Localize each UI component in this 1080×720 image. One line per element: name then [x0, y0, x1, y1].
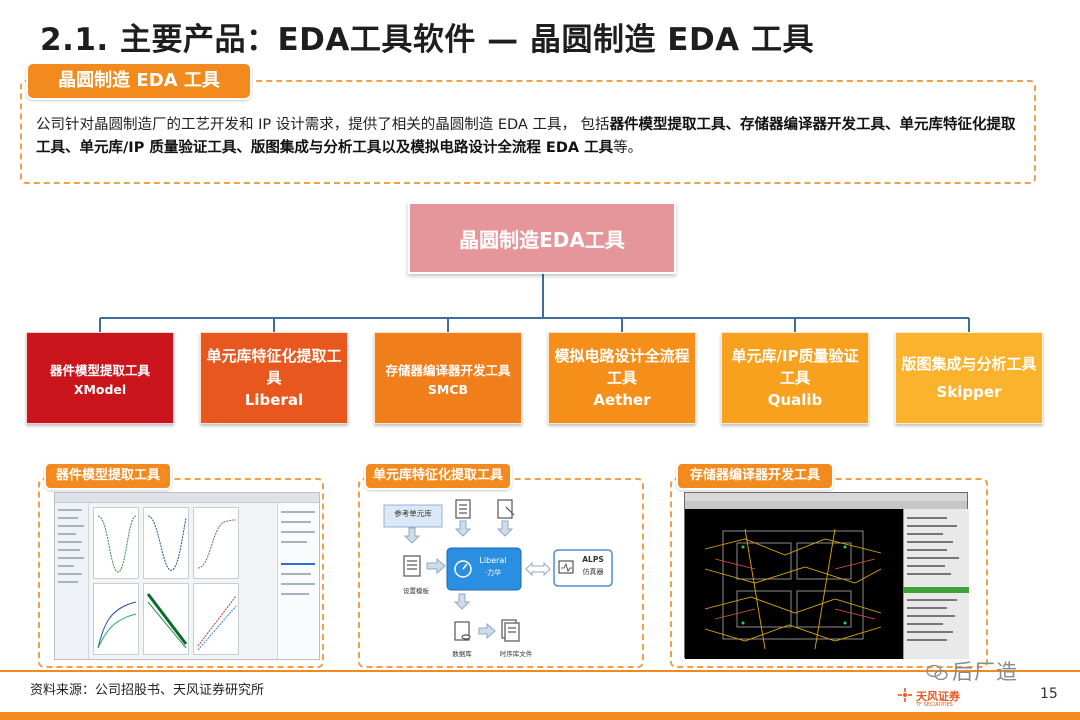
smcb-screenshot: [684, 492, 969, 659]
wechat-icon: [926, 664, 948, 681]
category-skipper: 版图集成与分析工具 Skipper: [895, 332, 1043, 424]
database-label: 数据库: [452, 650, 472, 658]
category-aether: 模拟电路设计全流程工具 Aether: [548, 332, 696, 424]
intro-tag: 晶圆制造 EDA 工具: [26, 62, 252, 100]
liberal-engine-subtitle: ·力华: [484, 569, 502, 577]
xmodel-plot: [193, 507, 239, 579]
ref-lib-label: 参考单元库: [394, 509, 432, 518]
monitor-icon: [558, 560, 574, 574]
smcb-layout-canvas: [685, 509, 903, 659]
intro-text-bold: 器件模型提取工具、存储器编译器开发工具、单元库特征化提取工具、单元库/IP 质量…: [36, 117, 1016, 156]
panel-tag-liberal: 单元库特征化提取工具: [364, 462, 512, 490]
category-name: 单元库特征化提取工具: [206, 347, 342, 387]
smcb-menubar: [685, 493, 967, 501]
xmodel-options-pane: [277, 503, 319, 659]
xmodel-toolbar: [55, 493, 319, 503]
bidirectional-arrow-icon: [525, 561, 551, 577]
category-tool: Aether: [593, 391, 651, 409]
footer-divider: [0, 670, 1080, 672]
alps-title: ALPS: [582, 555, 604, 564]
intro-text-end: 等。: [613, 140, 643, 156]
root-node: 晶圆制造EDA工具: [408, 202, 676, 274]
category-smcb: 存储器编译器开发工具 SMCB: [374, 332, 522, 424]
smcb-toolbar: [685, 501, 967, 509]
panel-tag-smcb: 存储器编译器开发工具: [676, 462, 834, 490]
brand-subtitle: TF SECURITIES: [916, 702, 953, 708]
alps-box: [553, 549, 613, 587]
category-tool: XModel: [73, 381, 127, 397]
timing-file-icon: [501, 619, 520, 642]
category-xmodel: 器件模型提取工具 XModel: [26, 332, 174, 424]
brand-name: 天风证券: [916, 690, 960, 703]
watermark-text: 后厂造: [952, 660, 1018, 684]
tf-securities-logo-icon: [898, 688, 912, 702]
intro-text-plain: 公司针对晶圆制造厂的工艺开发和 IP 设计需求，提供了相关的晶圆制造 EDA 工…: [36, 117, 610, 133]
xmodel-plot: [143, 583, 189, 655]
page-title: 2.1. 主要产品：EDA工具软件 — 晶圆制造 EDA 工具: [40, 22, 814, 58]
category-tool: Liberal: [244, 391, 304, 409]
footer-band: [0, 712, 1080, 720]
panel-tag-xmodel: 器件模型提取工具: [44, 462, 172, 490]
xmodel-plot: [93, 507, 139, 579]
settings-template-label: 设置模板: [403, 587, 429, 595]
smcb-properties-pane: [903, 509, 969, 659]
category-name: 模拟电路设计全流程工具: [554, 347, 690, 387]
category-name: 版图集成与分析工具: [901, 355, 1037, 373]
arrow-icon: [478, 622, 496, 640]
liberal-engine-title: Liberal: [479, 556, 507, 565]
category-tool: SMCB: [427, 381, 469, 397]
gauge-icon: [454, 560, 472, 578]
xmodel-screenshot: [54, 492, 320, 660]
xmodel-plot: [143, 507, 189, 579]
category-liberal: 单元库特征化提取工具 Liberal: [200, 332, 348, 424]
category-tool: Qualib: [767, 391, 823, 409]
liberal-engine-box: [446, 547, 522, 591]
xmodel-plot: [93, 583, 139, 655]
intro-text: 公司针对晶圆制造厂的工艺开发和 IP 设计需求，提供了相关的晶圆制造 EDA 工…: [36, 114, 1016, 160]
arrow-icon: [426, 557, 446, 575]
source-note: 资料来源：公司招股书、天风证券研究所: [30, 683, 265, 698]
document-pen-icon: [497, 499, 515, 519]
category-name: 单元库/IP质量验证工具: [731, 347, 859, 387]
document-icon: [455, 499, 471, 519]
category-name: 器件模型提取工具: [49, 362, 150, 378]
timing-file-label: 时序库文件: [499, 650, 533, 658]
ref-lib-box: [383, 504, 443, 528]
settings-template-icon: [403, 555, 421, 577]
smcb-selection-bar: [903, 587, 969, 593]
category-name: 存储器编译器开发工具: [385, 362, 511, 378]
panel-xmodel: [38, 478, 324, 668]
category-qualib: 单元库/IP质量验证工具 Qualib: [721, 332, 869, 424]
intro-box: [20, 80, 1036, 184]
xmodel-sidebar: [55, 503, 89, 659]
database-icon: [454, 621, 471, 641]
page-number: 15: [1040, 686, 1058, 702]
category-tool: Skipper: [936, 383, 1002, 401]
xmodel-plot: [193, 583, 239, 655]
alps-subtitle: 仿真器: [582, 568, 604, 576]
arrow-icon: [403, 520, 514, 610]
